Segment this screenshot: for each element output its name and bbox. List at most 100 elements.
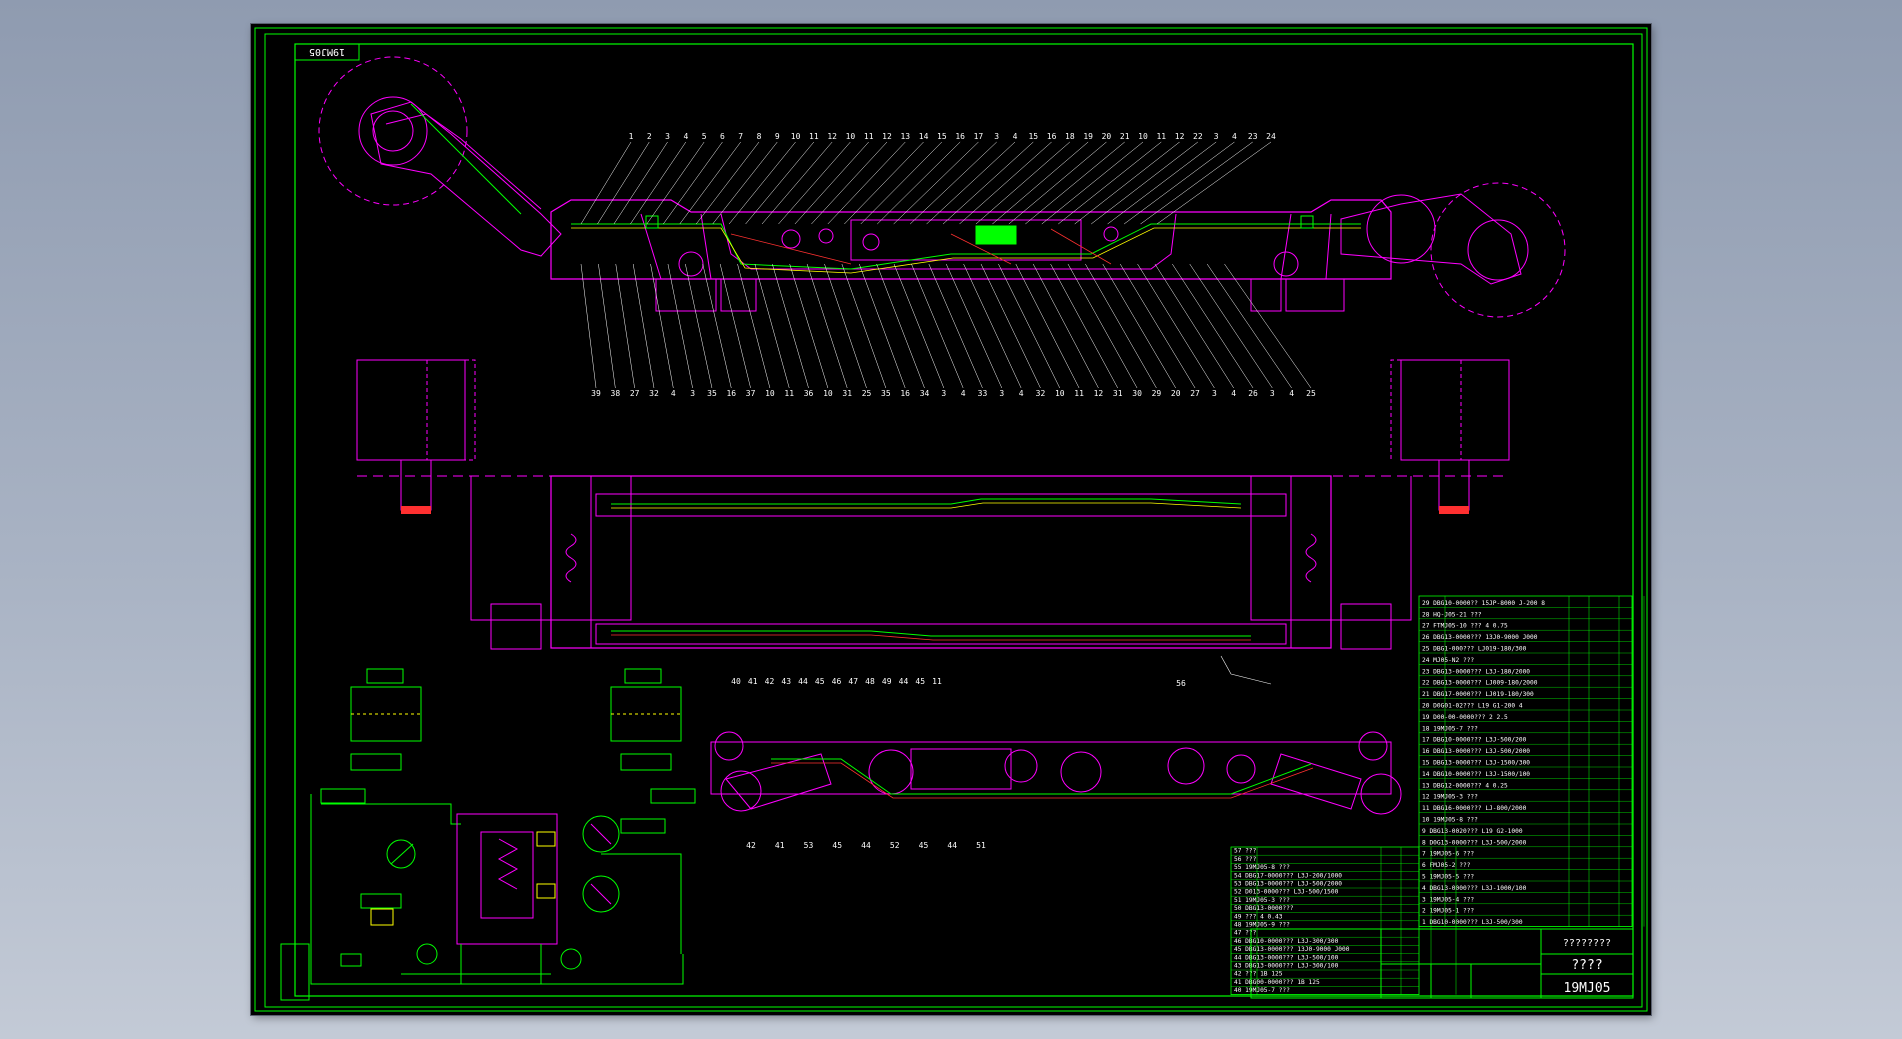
top-callout: 22 <box>1193 132 1203 141</box>
bom-right-row: 29 DBG10-0000?? 15JP-8000 J-200 8 <box>1422 600 1545 607</box>
callout-leader <box>909 141 997 225</box>
bom-right-row: 19 D00-00-0000??? 2 2.5 <box>1422 714 1508 721</box>
mid-callout: 34 <box>920 389 930 398</box>
bom-right-row: 2 19MJ05-1 ??? <box>1422 908 1474 915</box>
top-callout: 12 <box>882 132 892 141</box>
top-callout: 10 <box>846 132 856 141</box>
callout-leader <box>992 141 1089 225</box>
lower-callout-bottom: 45 <box>919 841 929 850</box>
top-callout: 24 <box>1266 132 1276 141</box>
code-top-text: 19MJ05 <box>309 46 345 57</box>
mid-callout: 29 <box>1152 389 1162 398</box>
mid-callout: 25 <box>862 389 872 398</box>
bom-table-right: 29 DBG10-0000?? 15JP-8000 J-200 8 28 HQ-J… <box>1418 595 1645 928</box>
mid-callout: 38 <box>611 389 621 398</box>
bom-right-row: 12 19MJ05-3 ??? <box>1422 794 1478 801</box>
bom-right-row: 21 DBG17-0000??? LJ019-180/300 <box>1422 691 1534 698</box>
callout-leader <box>632 263 655 389</box>
bom-right-row: 7 19MJ05-6 ??? <box>1422 851 1474 858</box>
callout-leader <box>1154 263 1234 389</box>
lower-callout-top: 45 <box>915 677 925 686</box>
bom-right-row: 26 DBG13-0000??? 13J0-9000 J000 <box>1422 634 1538 641</box>
callout-leader <box>1067 263 1138 389</box>
callout-leader <box>650 263 674 389</box>
lower-callout-top: 47 <box>848 677 858 686</box>
lower-callout-top: 42 <box>765 677 775 686</box>
lower-callout-top: 40 <box>731 677 741 686</box>
mid-callout: 10 <box>823 389 833 398</box>
callout-leader <box>696 141 760 225</box>
bom-left-row: 44 DBG13-0000??? L3J-500/100 <box>1234 954 1339 961</box>
callout-leader <box>1008 141 1107 225</box>
top-callout: 12 <box>827 132 837 141</box>
title-sub: ???????? <box>1563 938 1611 949</box>
side-elevation-view <box>318 56 1566 318</box>
bom-left-row: 56 ??? <box>1234 856 1257 863</box>
lower-callout-top: 45 <box>815 677 825 686</box>
callout-leader <box>789 263 829 389</box>
bom-right-row: 8 D0G13-0000??? L3J-500/2000 <box>1422 839 1527 846</box>
mid-callout: 27 <box>630 389 640 398</box>
top-callout: 17 <box>974 132 984 141</box>
bom-left-row: 50 DBG13-0000??? <box>1234 905 1294 912</box>
top-callout: 15 <box>937 132 947 141</box>
bom-left-row: 55 19MJ05-8 ??? <box>1234 864 1290 871</box>
mid-callout: 4 <box>1289 389 1294 398</box>
lower-callout-bottom: 53 <box>804 841 814 850</box>
top-callout: 4 <box>1013 132 1018 141</box>
lower-callout-top: 44 <box>798 677 808 686</box>
top-callout: 1 <box>629 132 634 141</box>
bom-left-row: 47 ??? <box>1234 930 1257 937</box>
callout-leader <box>754 263 790 389</box>
callout-leader <box>1140 141 1253 225</box>
mid-callout: 36 <box>804 389 814 398</box>
bom-right-row: 3 19MJ05-4 ??? <box>1422 896 1474 903</box>
callout-leader <box>876 263 925 389</box>
top-callout: 15 <box>1028 132 1038 141</box>
mid-callout: 10 <box>1055 389 1065 398</box>
lower-callout-top: 11 <box>932 677 942 686</box>
callout-leader <box>728 141 796 225</box>
top-callout: 10 <box>791 132 801 141</box>
mid-callout: 11 <box>784 389 794 398</box>
callout-leader <box>959 141 1052 225</box>
mid-callout-leaders <box>580 263 1312 389</box>
top-callout: 4 <box>1232 132 1237 141</box>
mid-callout: 3 <box>1270 389 1275 398</box>
callout-leader <box>745 141 815 225</box>
mid-callout: 3 <box>999 389 1004 398</box>
mid-callout: 10 <box>765 389 775 398</box>
lower-callout-top: 44 <box>899 677 909 686</box>
mid-callout: 35 <box>707 389 717 398</box>
bom-right-row: 5 19MJ05-5 ??? <box>1422 874 1474 881</box>
bom-right-row: 15 DBG13-0000??? L3J-1500/300 <box>1422 760 1530 767</box>
bom-right-row: 9 DBG13-0020??? L19 G2-1000 <box>1422 828 1523 835</box>
callout-leader <box>841 263 887 389</box>
bom-left-row: 48 19MJ05-9 ??? <box>1234 922 1290 929</box>
mid-callout: 4 <box>1231 389 1236 398</box>
mid-callout: 35 <box>881 389 891 398</box>
bom-right-row: 24 MJ05-N2 ??? <box>1422 657 1474 664</box>
callout-leader <box>928 263 983 389</box>
bom-right-row: 28 HQ-J05-21 ??? <box>1422 611 1482 618</box>
callout-leader <box>597 141 650 225</box>
lower-callout-bottom: 44 <box>947 841 957 850</box>
callout-leader <box>1102 263 1176 389</box>
callout-leader <box>737 263 771 389</box>
top-callout: 6 <box>720 132 725 141</box>
drawing-sheet[interactable]: 19MJ05 <box>251 24 1651 1015</box>
callout-leader <box>860 141 943 225</box>
callout-leader <box>761 141 833 225</box>
callout-leader <box>1156 141 1272 225</box>
callout-leader <box>980 263 1041 389</box>
callout-leader <box>615 263 635 389</box>
mid-callout: 20 <box>1171 389 1181 398</box>
bom-right-row: 23 DBG13-0000??? L3J-180/2000 <box>1422 668 1530 675</box>
callout-leader <box>824 263 867 389</box>
callout-leader <box>893 263 945 389</box>
mid-callout: 11 <box>1074 389 1084 398</box>
callout-leader <box>806 263 848 389</box>
bom-left-row: 54 DBG17-0000??? L3J-200/1000 <box>1234 872 1342 879</box>
